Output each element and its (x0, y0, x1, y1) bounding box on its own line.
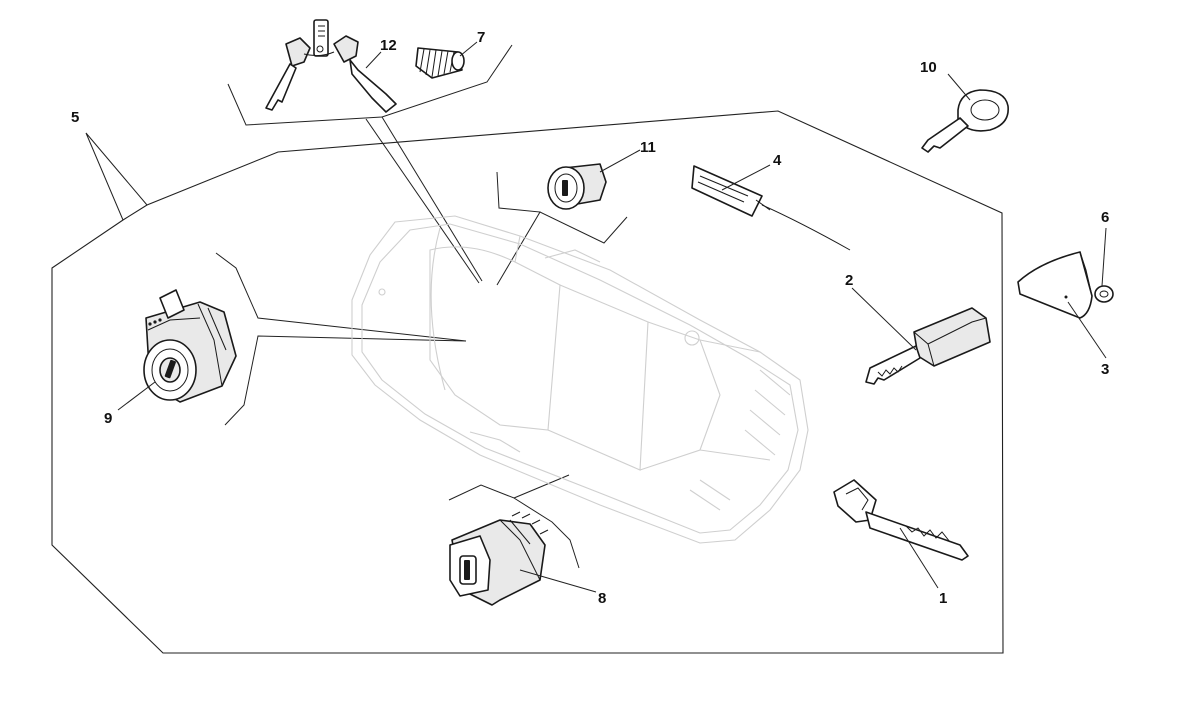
bracket-11 (496, 171, 628, 286)
part-8-door-lock (449, 511, 549, 606)
part-3-key-fob (1017, 251, 1093, 319)
part-7-spring (415, 47, 465, 79)
callout-2: 2 (845, 272, 853, 289)
leader-9 (117, 381, 156, 411)
leader-10 (947, 73, 971, 101)
leader-top-b (381, 116, 483, 282)
part-2-key-fob (865, 307, 991, 385)
bracket-9 (215, 252, 467, 426)
leader-7 (459, 41, 478, 57)
callout-9: 9 (104, 410, 112, 427)
car-outline (351, 215, 809, 544)
part-11-lock-cylinder (547, 163, 607, 210)
leader-top-a (365, 118, 480, 284)
callout-6: 6 (1101, 209, 1109, 226)
part-1-key (833, 479, 969, 561)
leader-8 (519, 569, 597, 593)
callout-8: 8 (598, 590, 606, 607)
callout-12: 12 (380, 37, 397, 54)
callout-7: 7 (477, 29, 485, 46)
part-6-ring (1094, 285, 1114, 303)
part-12-key-set (265, 19, 397, 113)
callout-5: 5 (71, 109, 79, 126)
callout-11: 11 (640, 139, 656, 156)
callout-3: 3 (1101, 361, 1109, 378)
part-10-key-ring (921, 89, 1009, 153)
bracket-8 (448, 474, 580, 569)
callout-10: 10 (920, 59, 937, 76)
leader-12 (365, 51, 382, 69)
leader-4 (721, 164, 771, 191)
callout-1: 1 (939, 590, 947, 607)
leader-3 (1067, 301, 1107, 359)
part-9-ignition-switch (143, 289, 237, 403)
leader-11 (599, 149, 641, 173)
callout-4: 4 (773, 152, 782, 169)
leader-1 (899, 527, 939, 589)
leader-5 (85, 132, 148, 221)
leader-6 (1101, 227, 1107, 287)
leader-2 (851, 287, 917, 351)
part-4-card-antenna (691, 165, 851, 251)
assembly-outline (51, 110, 1004, 654)
